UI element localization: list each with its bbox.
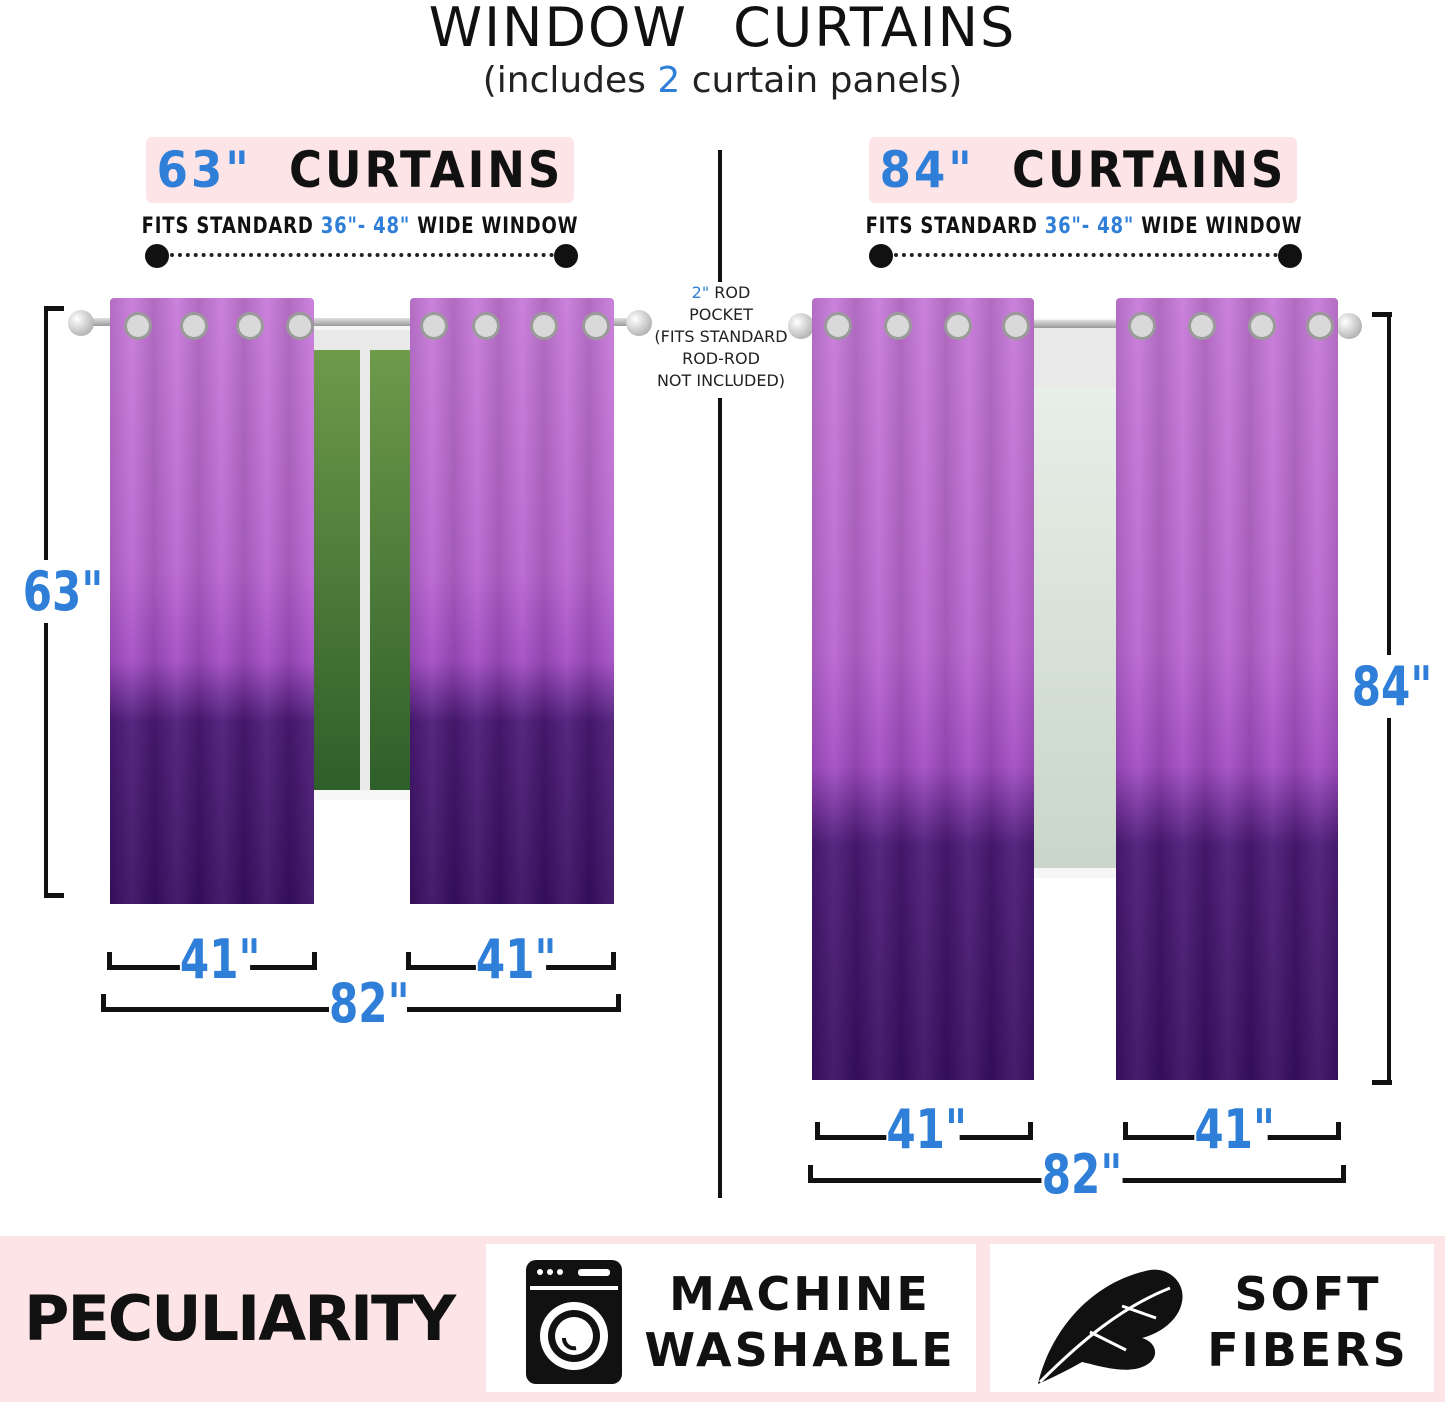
curtain-panel-left-63 [110,298,314,904]
height-bracket-top [1372,312,1392,317]
width-dotline [170,253,554,257]
fits-text-84: FITS STANDARD 36"- 48" WIDE WINDOW [838,214,1330,239]
panel-width-label-2: 41" [1194,1098,1275,1161]
tick [107,952,112,970]
feature-soft-line2: FIBERS [1207,1323,1409,1377]
feature-machine-line2: WASHABLE [644,1323,956,1377]
height-84-label: 84" [1351,655,1433,718]
tick [616,994,621,1012]
fits-range: 36"- 48" [320,214,411,239]
height-bracket-bottom [1372,1080,1392,1085]
rod-pocket-note: 2" ROD POCKET (FITS STANDARD ROD-ROD NOT… [650,282,792,392]
dotline-end [1278,244,1302,268]
curtain-panel-left-84 [812,298,1034,1080]
curtain-panel-right-84 [1116,298,1338,1080]
features-heading: PECULIARITY [24,1282,456,1355]
tick [1028,1122,1033,1140]
height-63-label: 63" [20,560,106,623]
rod-line5: NOT INCLUDED) [656,371,786,390]
fits-range: 36"- 48" [1044,214,1135,239]
fits-suffix: WIDE WINDOW [410,214,579,239]
curtain-rod-84 [800,320,1345,328]
rod-finial-right [1336,313,1362,339]
rod-label: ROD [709,283,751,302]
tick [611,952,616,970]
tick [1341,1165,1346,1183]
tick [406,952,411,970]
height-bracket-bottom [44,893,64,898]
fits-prefix: FITS STANDARD [865,214,1045,239]
fits-text-63: FITS STANDARD 36"- 48" WIDE WINDOW [114,214,606,239]
feature-soft-label: SOFT FIBERS [1190,1266,1426,1378]
rod-finial-left [788,313,814,339]
dotline-end [554,244,578,268]
panel-width-label-2: 41" [475,928,557,991]
tick [101,994,106,1012]
curtain-rod-63 [80,318,640,326]
rod-line4: ROD-ROD [682,349,760,368]
feature-machine-label: MACHINE WASHABLE [640,1266,960,1378]
tick [312,952,317,970]
total-width-label: 82" [1041,1143,1123,1206]
dotline-start [869,244,893,268]
height-bracket-top [44,306,64,311]
feature-machine-line1: MACHINE [669,1267,931,1321]
size-63-label: CURTAINS [289,141,564,199]
subtitle-suffix: curtain panels) [680,60,963,101]
rod-finial-left [68,310,94,336]
page-title: WINDOW CURTAINS [428,0,1017,59]
feather-icon [1030,1262,1190,1396]
rod-line3: (FITS STANDARD [654,327,788,346]
size-pill-63: 63" CURTAINS [146,137,574,203]
tick [1336,1122,1341,1140]
center-divider-bottom [718,398,722,1198]
size-84-value: 84" [879,141,975,199]
tick [815,1122,820,1140]
curtain-panel-right-63 [410,298,614,904]
panel-width-label-1: 41" [179,928,261,991]
washing-machine-icon [526,1260,622,1388]
tick [1123,1122,1128,1140]
rod-line2: POCKET [689,305,753,324]
total-width-label: 82" [329,972,410,1035]
window-frame-84 [1020,318,1130,878]
feature-soft-line1: SOFT [1234,1267,1382,1321]
width-dotline [894,253,1278,257]
fits-prefix: FITS STANDARD [141,214,321,239]
dotline-start [145,244,169,268]
subtitle-prefix: (includes [482,60,658,101]
center-divider-top [718,150,722,285]
page-subtitle: (includes 2 curtain panels) [0,60,1445,101]
tick [808,1165,813,1183]
size-pill-84: 84" CURTAINS [869,137,1297,203]
size-84-label: CURTAINS [1012,141,1287,199]
rod-finial-right [626,310,652,336]
size-63-value: 63" [156,141,252,199]
subtitle-count: 2 [657,60,681,101]
fits-suffix: WIDE WINDOW [1134,214,1303,239]
rod-size: 2" [691,283,710,302]
panel-width-label-1: 41" [886,1098,967,1161]
